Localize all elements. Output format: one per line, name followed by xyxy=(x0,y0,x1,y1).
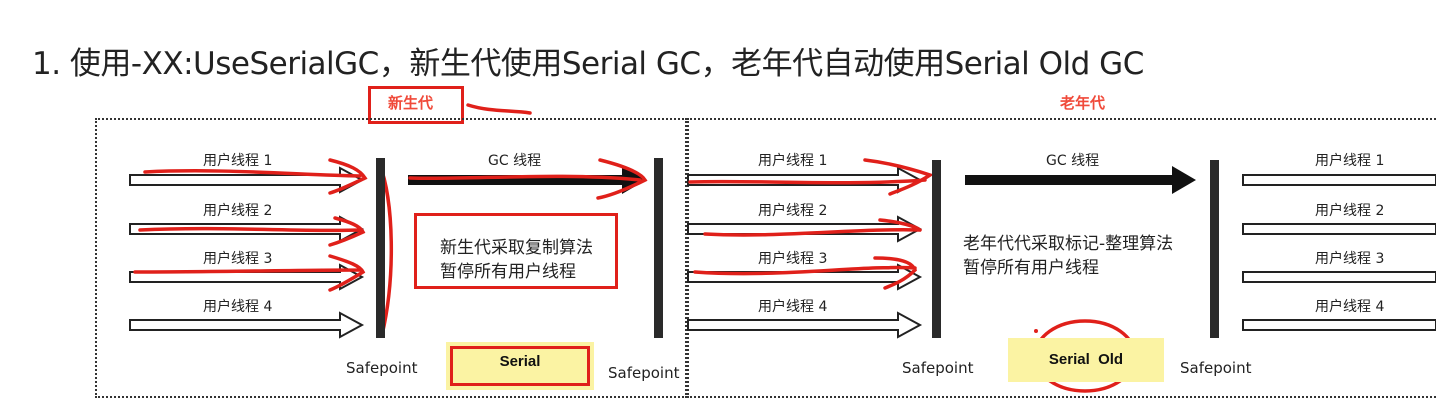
serial-collector-note: Serial xyxy=(446,342,594,390)
young-note: 新生代采取复制算法 暂停所有用户线程 xyxy=(440,236,593,284)
serial-old-collector-label: Serial Old xyxy=(1048,351,1124,368)
young-note-line1: 新生代采取复制算法 xyxy=(440,238,593,258)
old-safepoint-bar-start xyxy=(932,160,941,338)
young-gc-thread-label: GC 线程 xyxy=(488,153,542,169)
page-title: 1. 使用-XX:UseSerialGC，新生代使用Serial GC，老年代自… xyxy=(32,46,1144,82)
old-note-line2: 暂停所有用户线程 xyxy=(963,258,1099,278)
thread-3-label: 用户线程 3 xyxy=(203,251,273,267)
serial-old-collector-note: Serial Old xyxy=(1008,338,1164,382)
thread-4-label: 用户线程 4 xyxy=(203,299,273,315)
old-thread-2-label: 用户线程 2 xyxy=(758,203,828,219)
old-thread-1-label: 用户线程 1 xyxy=(758,153,828,169)
resume-thread-3-label: 用户线程 3 xyxy=(1315,251,1385,267)
safepoint-label-1: Safepoint xyxy=(346,359,418,377)
resume-thread-1-label: 用户线程 1 xyxy=(1315,153,1385,169)
red-annotations xyxy=(133,103,934,337)
thread-1-label: 用户线程 1 xyxy=(203,153,273,169)
old-thread-4-label: 用户线程 4 xyxy=(758,299,828,315)
young-note-line2: 暂停所有用户线程 xyxy=(440,262,576,282)
serial-highlight-box xyxy=(450,346,590,386)
young-safepoint-bar-end xyxy=(654,158,663,338)
old-note-line1: 老年代代采取标记-整理算法 xyxy=(963,234,1174,254)
young-gen-panel xyxy=(95,118,687,398)
old-thread-3-label: 用户线程 3 xyxy=(758,251,828,267)
old-safepoint-bar-end xyxy=(1210,160,1219,338)
resume-thread-3-arrow xyxy=(1242,271,1436,283)
resume-thread-4-label: 用户线程 4 xyxy=(1315,299,1385,315)
safepoint-label-3: Safepoint xyxy=(902,359,974,377)
old-gc-thread-label: GC 线程 xyxy=(1046,153,1100,169)
thread-4-arrow xyxy=(129,312,363,338)
young-gc-arrow xyxy=(408,166,646,194)
young-note-box xyxy=(414,213,618,289)
safepoint-label-4: Safepoint xyxy=(1180,359,1252,377)
old-thread-4-arrow xyxy=(687,312,921,338)
old-gc-arrow xyxy=(965,166,1196,194)
serial-collector-label: Serial xyxy=(499,353,541,370)
thread-2-label: 用户线程 2 xyxy=(203,203,273,219)
old-gen-panel xyxy=(687,118,1436,398)
old-gen-label: 老年代 xyxy=(1060,94,1106,112)
old-note: 老年代代采取标记-整理算法 暂停所有用户线程 xyxy=(963,232,1173,280)
young-gen-highlight-box xyxy=(368,86,464,124)
young-gen-label: 新生代 xyxy=(388,94,434,112)
resume-thread-1-arrow xyxy=(1242,174,1436,186)
safepoint-label-2: Safepoint xyxy=(608,364,680,382)
resume-thread-4-arrow xyxy=(1242,319,1436,331)
young-safepoint-bar-start xyxy=(376,158,385,338)
resume-thread-2-label: 用户线程 2 xyxy=(1315,203,1385,219)
resume-thread-2-arrow xyxy=(1242,223,1436,235)
